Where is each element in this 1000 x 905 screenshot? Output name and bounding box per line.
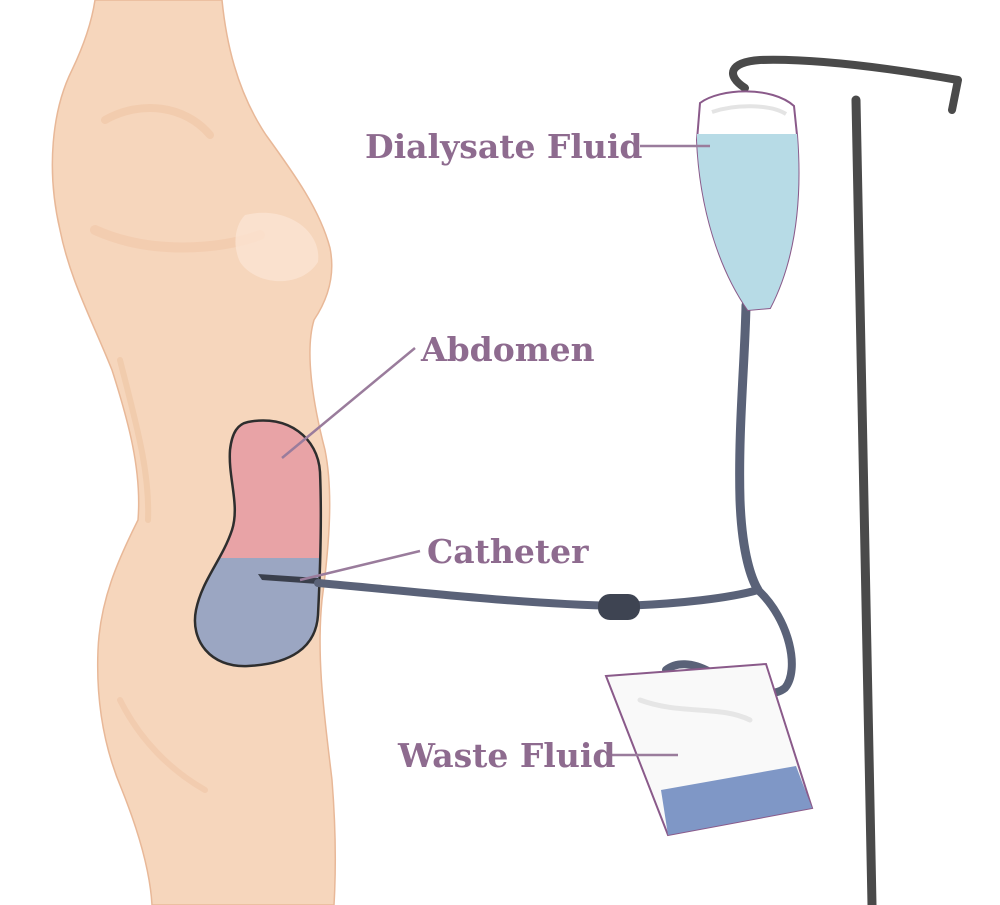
shoulder-contour [101, 104, 214, 139]
leader-lines [281, 144, 710, 757]
dialysate-fluid [697, 134, 799, 310]
tube-to-catheter [314, 579, 762, 611]
catheter-tip [258, 574, 318, 584]
breast-highlight [235, 212, 319, 282]
waste-bag [604, 662, 814, 837]
iv-stand-pole [851, 95, 877, 905]
hip-contour [117, 697, 208, 793]
waste-fluid [661, 766, 812, 835]
leader-abdomen [281, 347, 416, 459]
abdomen-outline [193, 419, 323, 668]
iv-stand [729, 55, 962, 905]
tubing [314, 300, 796, 698]
waste-bag-wrinkle [637, 697, 753, 723]
label-catheter: Catheter [427, 532, 589, 571]
iv-stand-hook [729, 55, 962, 114]
leader-catheter [299, 549, 421, 582]
tube-connector [598, 594, 640, 620]
label-waste-fluid: Waste Fluid [397, 736, 615, 775]
label-abdomen: Abdomen [420, 330, 595, 369]
label-dialysate-fluid: Dialysate Fluid [365, 127, 643, 166]
labels: Dialysate Fluid Abdomen Catheter Waste F… [365, 127, 643, 775]
tube-from-dialysate [735, 300, 763, 595]
back-contour [117, 357, 152, 523]
abdomen-lower-fill [194, 558, 321, 667]
dialysate-bag [695, 90, 800, 312]
dialysate-bag-fold [711, 104, 788, 116]
